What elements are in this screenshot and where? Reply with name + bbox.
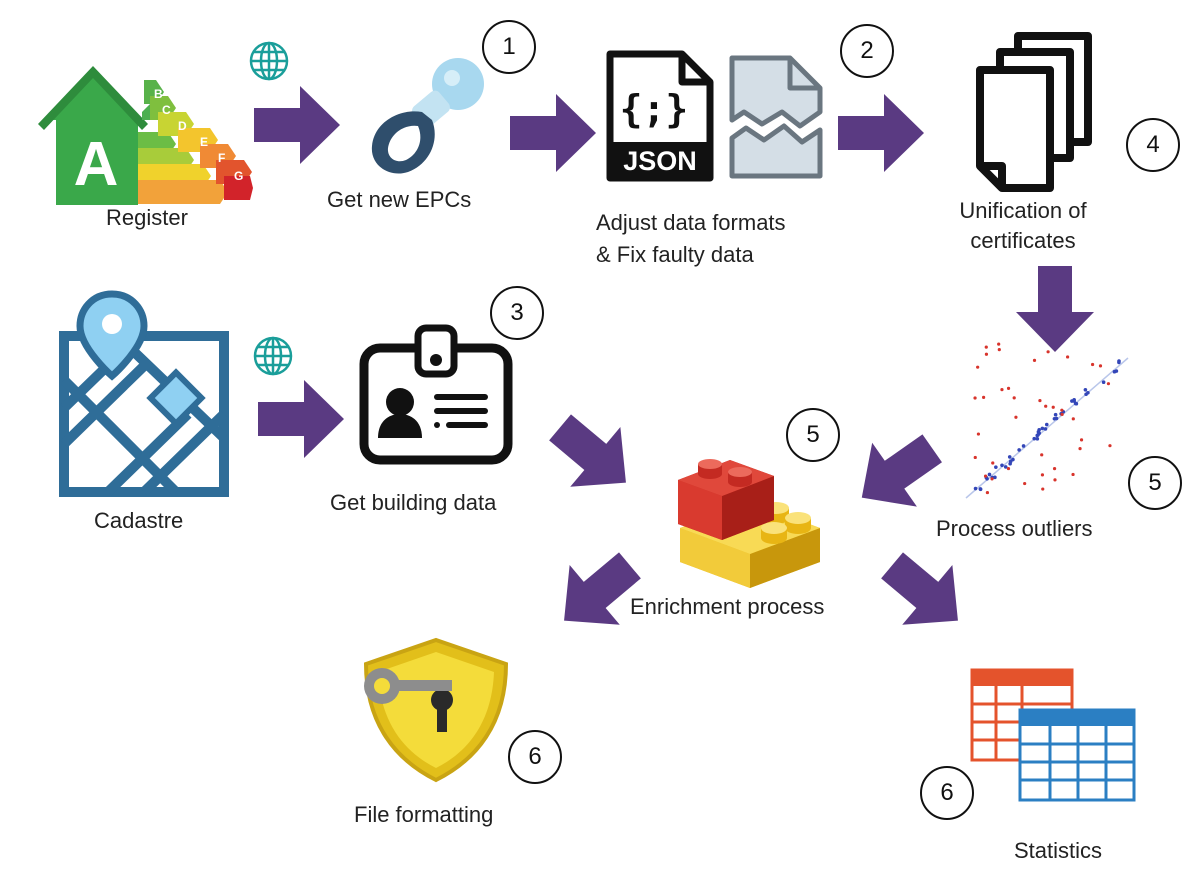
step-badge-1: 1 (482, 20, 536, 74)
step-badge-4: 4 (1126, 118, 1180, 172)
lego-bricks-icon (678, 459, 820, 588)
adjust-label-line1: Adjust data formats (596, 210, 786, 235)
rating-letter-a: A (74, 130, 119, 199)
map-pin-icon (59, 290, 229, 497)
get-new-epcs-label: Get new EPCs (327, 187, 472, 212)
svg-text:B: B (154, 87, 163, 101)
flow-arrow-outliers-to-enrichment (861, 434, 942, 507)
step-badge-5-outliers: 5 (1128, 456, 1182, 510)
id-badge-icon (359, 324, 513, 465)
svg-text:{;}: {;} (620, 87, 689, 131)
shield-key-icon (363, 637, 509, 783)
flow-arrow-unification-to-outliers (1016, 266, 1094, 352)
cadastre-label: Cadastre (94, 508, 184, 533)
enrichment-process-label: Enrichment process (630, 594, 825, 619)
unification-label-line1: Unification of (959, 198, 1087, 223)
file-formatting-label: File formatting (354, 802, 494, 827)
spreadsheet-tables-icon (970, 668, 1136, 802)
flow-arrow-cadastre-to-building (258, 380, 344, 458)
unification-label-line2: certificates (970, 228, 1076, 253)
adjust-label-line2: & Fix faulty data (596, 242, 754, 267)
flow-arrow-epcs-to-adjust (510, 94, 596, 172)
globe-icon (253, 336, 293, 376)
svg-text:G: G (234, 169, 243, 183)
stacked-documents-icon (976, 32, 1092, 192)
broken-file-icon (729, 55, 823, 179)
pacifier-icon (371, 58, 484, 174)
get-building-data-label: Get building data (330, 490, 497, 515)
flow-arrow-enrichment-to-file (564, 552, 641, 625)
step-badge-2: 2 (840, 24, 894, 78)
svg-text:C: C (162, 103, 171, 117)
globe-icon (249, 41, 289, 81)
svg-text:D: D (178, 119, 187, 133)
step-badge-5-enrichment: 5 (786, 408, 840, 462)
json-file-icon: {;} JSON (606, 50, 714, 182)
svg-text:JSON: JSON (623, 146, 697, 176)
step-badge-6-file: 6 (508, 730, 562, 784)
statistics-label: Statistics (1014, 838, 1103, 863)
step-badge-6-statistics: 6 (920, 766, 974, 820)
register-label: Register (106, 205, 188, 230)
svg-text:F: F (218, 151, 225, 165)
energy-rating-house-icon: A B C D E F G (38, 66, 253, 205)
process-outliers-label: Process outliers (936, 516, 1093, 541)
flow-arrow-building-to-enrichment (549, 414, 626, 487)
flow-arrow-adjust-to-unification (838, 94, 924, 172)
step-badge-3: 3 (490, 286, 544, 340)
flow-arrow-enrichment-to-statistics (881, 552, 958, 625)
scatter-plot-icon (965, 342, 1129, 499)
flow-arrow-register-to-epcs (254, 86, 340, 164)
svg-text:E: E (200, 135, 208, 149)
